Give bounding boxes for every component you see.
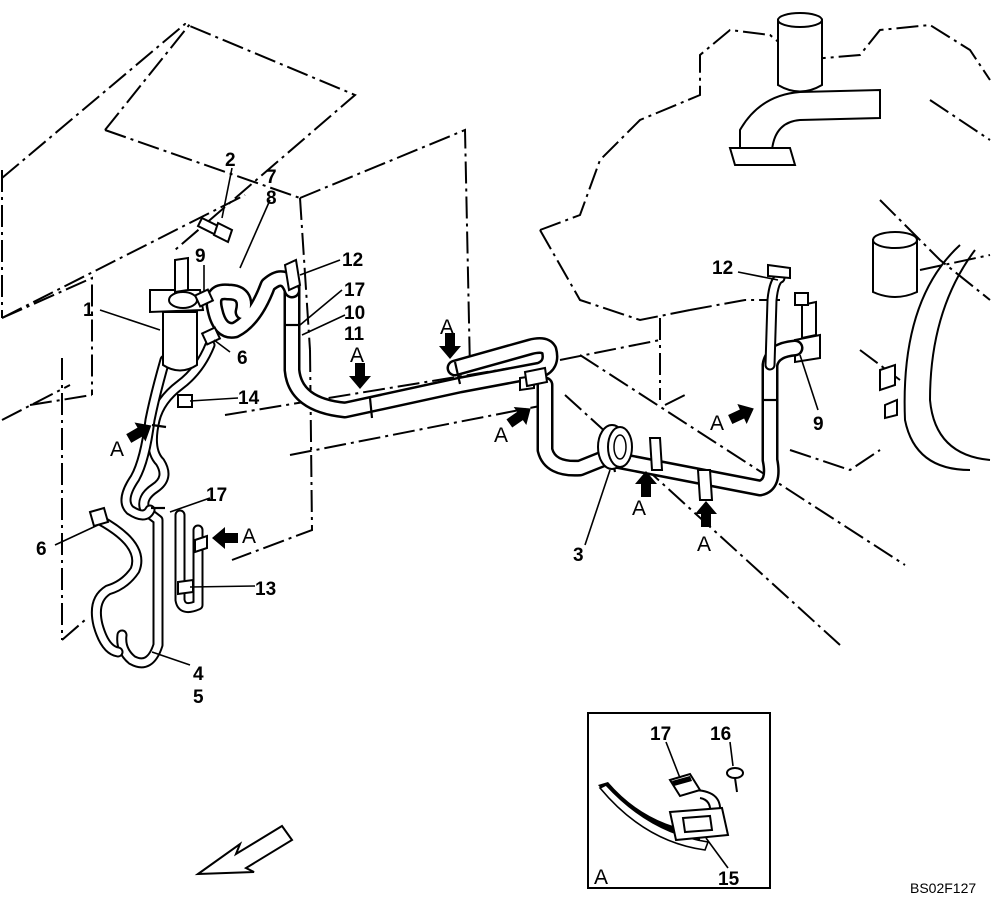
callout-15: 15 — [718, 869, 740, 890]
callout-3: 3 — [573, 545, 584, 566]
callout-1: 1 — [83, 300, 94, 321]
callout-6: 6 — [237, 348, 248, 369]
clamp-arrow-icon — [695, 501, 717, 527]
callout-5: 5 — [193, 687, 204, 708]
callout-17: 17 — [650, 724, 671, 745]
hose-drain-lower — [120, 354, 171, 521]
callout-10: 10 — [344, 303, 365, 324]
bolt-2 — [196, 216, 234, 244]
callout-11: 11 — [344, 324, 365, 345]
clamp-marker: A — [440, 316, 454, 339]
clamp-marker: A — [110, 438, 124, 461]
clamp-marker: A — [350, 344, 364, 367]
clamp-marker: A — [242, 525, 256, 548]
drawing-code: BS02F127 — [910, 880, 976, 896]
hose-main — [283, 276, 559, 419]
hose-loop-left — [205, 270, 301, 339]
grommet-3 — [597, 424, 633, 470]
callout-8: 8 — [266, 188, 277, 209]
callout-9: 9 — [195, 246, 206, 267]
detail-label: A — [594, 866, 608, 889]
callout-7: 7 — [266, 167, 277, 188]
callout-9: 9 — [813, 414, 824, 435]
clamp-marker: A — [710, 412, 724, 435]
clamp-marker: A — [632, 497, 646, 520]
leader-lines — [54, 167, 819, 666]
callout-6: 6 — [36, 539, 47, 560]
callout-14: 14 — [238, 388, 260, 409]
hose-clamps — [523, 366, 714, 501]
hose-drain-left — [116, 339, 216, 669]
clamp-marker: A — [697, 533, 711, 556]
clamp-arrow-icon — [503, 399, 537, 433]
front-direction-arrow-icon — [194, 824, 294, 876]
hose-left-lower — [90, 514, 143, 658]
engine-parts — [728, 12, 991, 471]
clamp-arrow-icon — [212, 527, 238, 549]
callout-17: 17 — [344, 280, 365, 301]
callout-17: 17 — [206, 485, 227, 506]
clamp-arrows — [123, 333, 759, 549]
callout-12: 12 — [712, 258, 733, 279]
callout-4: 4 — [193, 664, 204, 685]
callout-labels: 1 2 7 8 9 6 14 12 17 10 11 17 6 13 4 5 3… — [36, 150, 824, 708]
detail-a-inset: 17 16 15 A — [587, 712, 771, 890]
fittings — [88, 258, 809, 596]
callout-16: 16 — [710, 724, 731, 745]
clamp-marker: A — [494, 424, 508, 447]
hose-upper-right — [764, 272, 786, 371]
callout-2: 2 — [225, 150, 236, 171]
clamp-arrow-icon — [725, 398, 759, 430]
hose-return-right — [536, 339, 804, 497]
pipe-13 — [174, 509, 204, 614]
callout-13: 13 — [255, 579, 276, 600]
callout-12: 12 — [342, 250, 363, 271]
fuel-filter — [149, 256, 205, 372]
clamp-marker-labels: A A A A A A A A — [110, 316, 724, 556]
